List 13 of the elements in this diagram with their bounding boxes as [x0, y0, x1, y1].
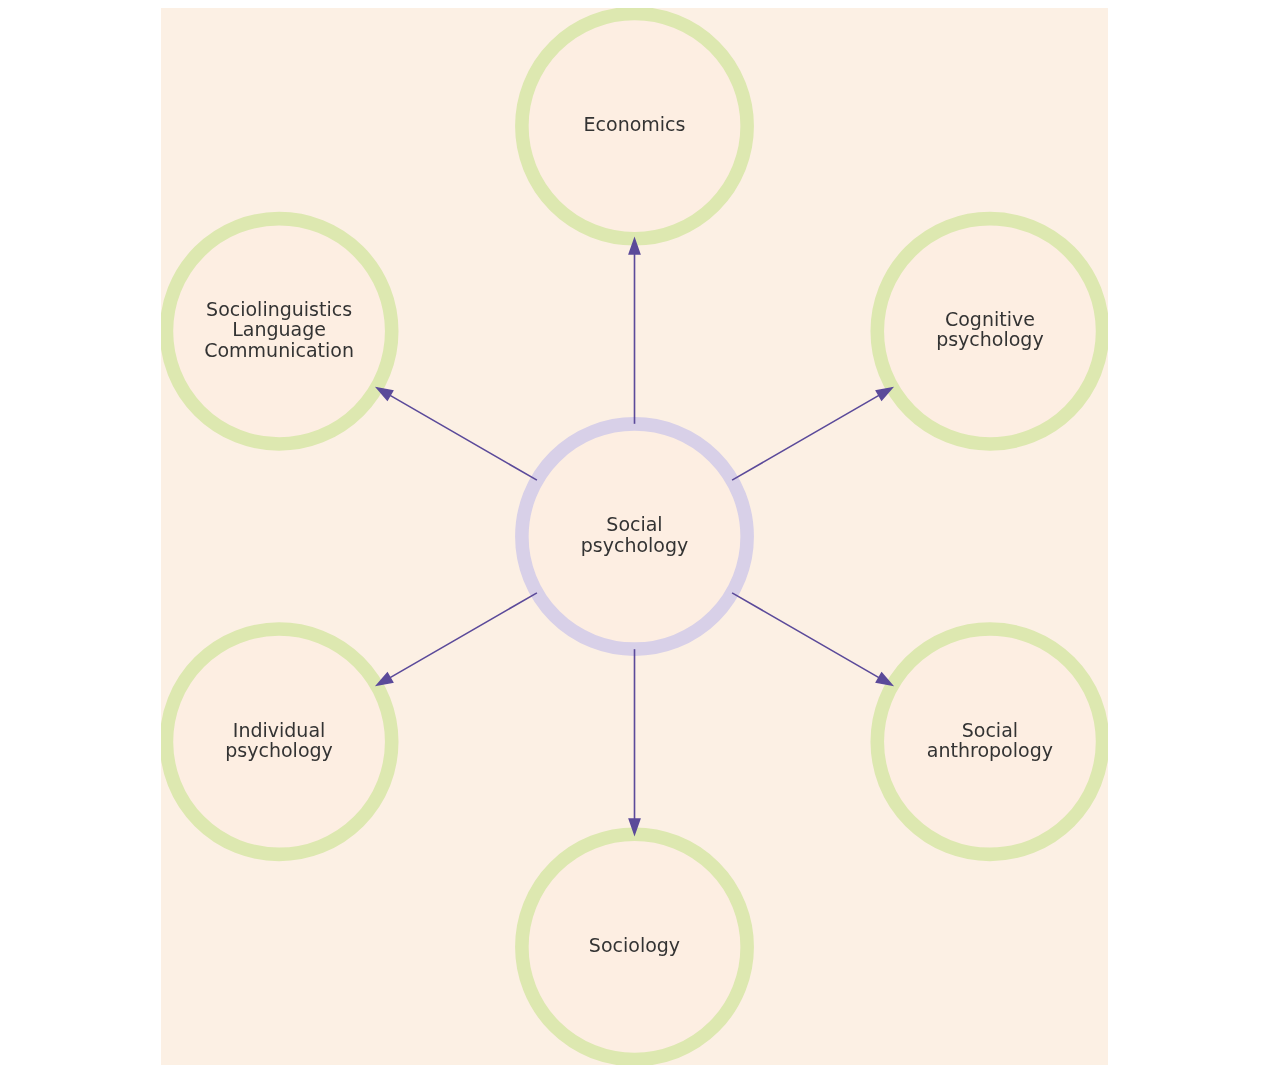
- node-circle: Sociology: [515, 827, 754, 1065]
- arrow: [731, 386, 895, 481]
- arrow: [374, 592, 538, 687]
- arrow: [374, 386, 538, 481]
- arrow: [628, 648, 641, 837]
- arrow: [628, 236, 641, 425]
- arrow: [731, 592, 895, 687]
- node-circle: Social psychology: [515, 417, 754, 656]
- node-circle: Cognitive psychology: [870, 211, 1108, 451]
- node-circle: Social anthropology: [870, 622, 1108, 862]
- node-circle: Individual psychology: [161, 622, 399, 862]
- node-circle: Economics: [515, 8, 754, 246]
- node-circle: Sociolinguistics Language Communication: [161, 211, 399, 451]
